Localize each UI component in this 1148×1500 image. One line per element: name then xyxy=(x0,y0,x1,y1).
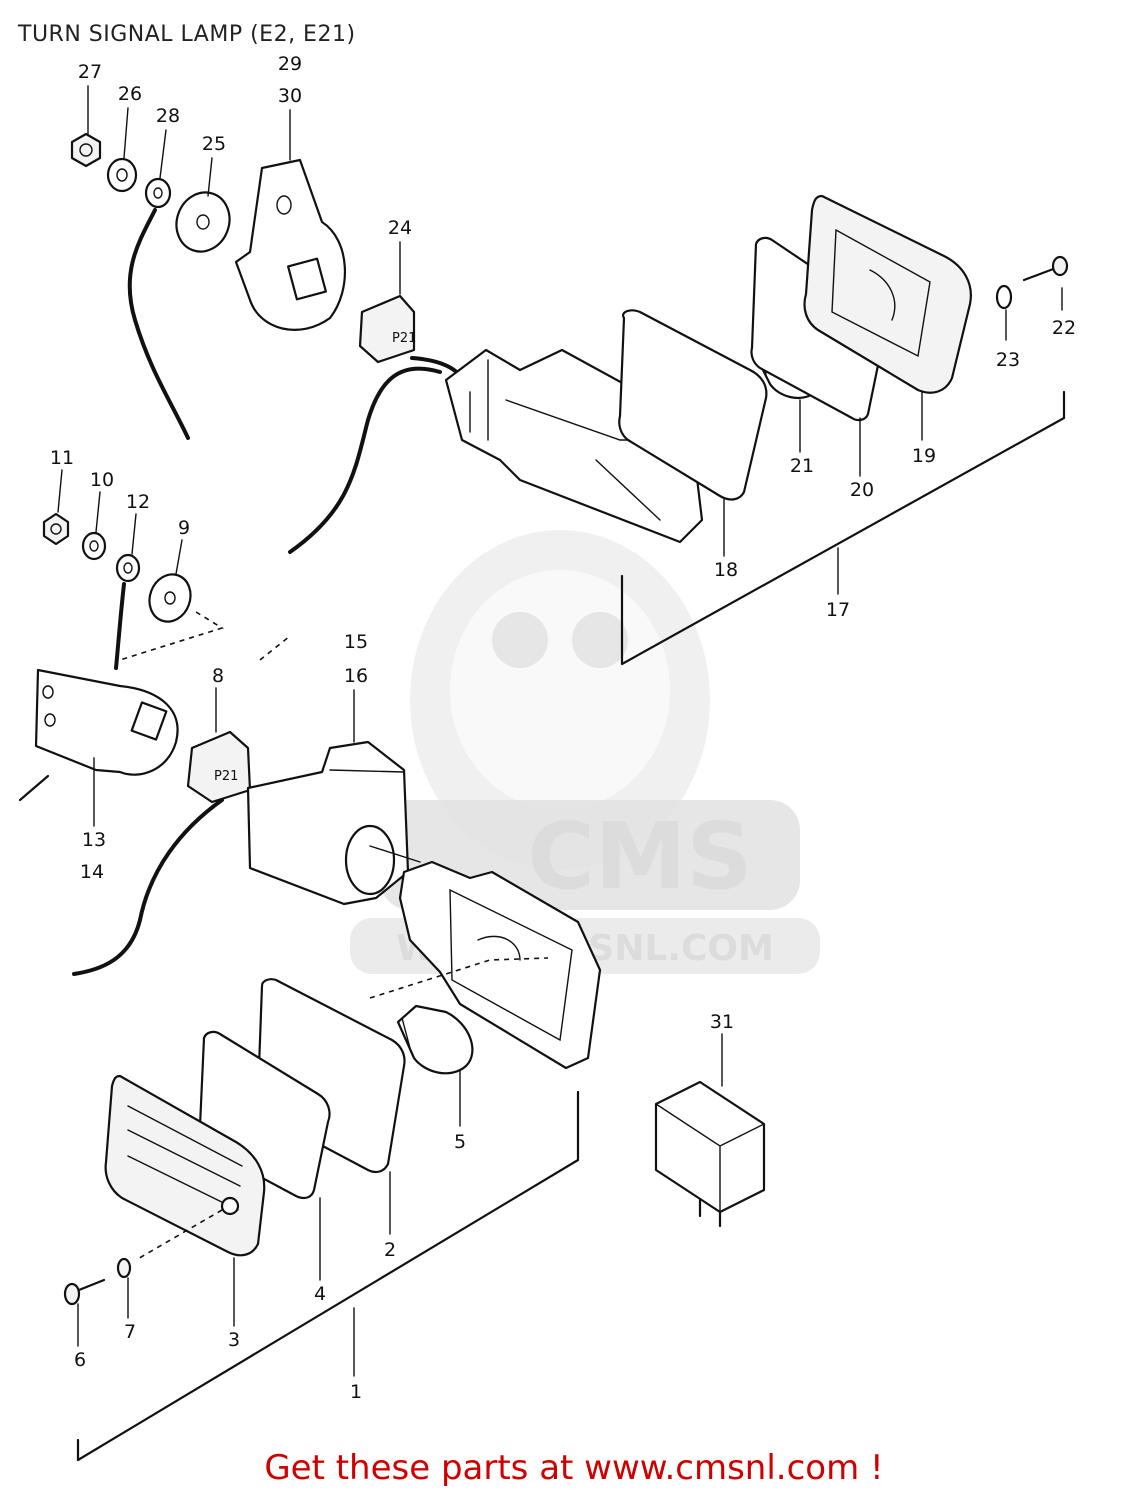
callout-26: 26 xyxy=(118,83,142,105)
wire-lower-lead xyxy=(72,798,224,976)
screw-6-icon xyxy=(63,1278,106,1306)
washer-9-icon xyxy=(148,573,192,623)
callout-9: 9 xyxy=(178,517,190,539)
ground-terminal-12-icon xyxy=(114,553,141,670)
lens-19-icon xyxy=(803,194,972,394)
washer-7-icon xyxy=(116,1257,132,1279)
washer-23-icon xyxy=(995,284,1013,310)
callout-14: 14 xyxy=(80,861,104,883)
callout-31: 31 xyxy=(710,1011,734,1033)
callout-12: 12 xyxy=(126,491,150,513)
bracket-13-14-icon xyxy=(34,668,179,776)
callout-4: 4 xyxy=(314,1283,326,1305)
callout-1: 1 xyxy=(350,1381,362,1403)
assembly-guide-top xyxy=(259,635,291,661)
lens-3-icon xyxy=(104,1074,266,1257)
diagram-title: TURN SIGNAL LAMP (E2, E21) xyxy=(18,22,356,47)
callout-29: 29 xyxy=(278,53,302,75)
cmsnl-parts-link[interactable]: Get these parts at www.cmsnl.com ! xyxy=(264,1448,884,1488)
bracket-29-30-icon xyxy=(234,158,347,331)
washer-26-icon xyxy=(106,157,138,193)
callout-20: 20 xyxy=(850,479,874,501)
callout-10: 10 xyxy=(90,469,114,491)
callout-6: 6 xyxy=(74,1349,86,1371)
assembly-guide-screw xyxy=(135,1209,223,1261)
callout-17: 17 xyxy=(826,599,850,621)
ground-terminal-28-icon xyxy=(127,177,190,440)
bulb-5-icon xyxy=(396,1004,474,1075)
callout-16: 16 xyxy=(344,665,368,687)
lamp-housing-lower-icon xyxy=(369,845,602,1070)
callout-8: 8 xyxy=(212,665,224,687)
callout-27: 27 xyxy=(78,61,102,83)
callout-23: 23 xyxy=(996,349,1020,371)
callout-21: 21 xyxy=(790,455,814,477)
watermark-logo-text: CMS xyxy=(527,803,752,910)
callout-11: 11 xyxy=(50,447,74,469)
cms-watermark-logo: CMS WWW.CMSNL.COM xyxy=(350,530,820,974)
callout-28: 28 xyxy=(156,105,180,127)
callout-7: 7 xyxy=(124,1321,136,1343)
socket-24-icon: P21 xyxy=(358,294,416,364)
callout-18: 18 xyxy=(714,559,738,581)
socket-24-marking: P21 xyxy=(392,331,416,346)
washer-10-icon xyxy=(81,531,107,561)
callout-15: 15 xyxy=(344,631,368,653)
callout-5: 5 xyxy=(454,1131,466,1153)
nut-27-icon xyxy=(70,132,102,168)
socket-8-icon: P21 xyxy=(186,730,252,804)
washer-25-icon xyxy=(175,191,231,253)
nut-11-icon xyxy=(42,512,70,546)
leader-lines-upper xyxy=(87,85,1066,666)
callout-22: 22 xyxy=(1052,317,1076,339)
callout-13: 13 xyxy=(82,829,106,851)
socket-8-marking: P21 xyxy=(214,769,238,784)
flasher-relay-31-icon xyxy=(654,1080,766,1228)
leader-lines-lower xyxy=(57,469,723,1462)
wire-upper-lead xyxy=(288,366,442,554)
callout-2: 2 xyxy=(384,1239,396,1261)
assembly-guide-9 xyxy=(119,611,224,661)
callout-19: 19 xyxy=(912,445,936,467)
callout-30: 30 xyxy=(278,85,302,107)
screw-22-icon xyxy=(1022,255,1069,282)
callout-25: 25 xyxy=(202,133,226,155)
bolt-13-icon xyxy=(18,774,50,802)
callout-labels: 27 26 28 25 29 30 24 22 23 19 21 20 18 1… xyxy=(50,53,1076,1403)
callout-24: 24 xyxy=(388,217,412,239)
cover-15-16-icon xyxy=(246,740,410,906)
callout-3: 3 xyxy=(228,1329,240,1351)
gasket-18-icon xyxy=(618,309,768,501)
